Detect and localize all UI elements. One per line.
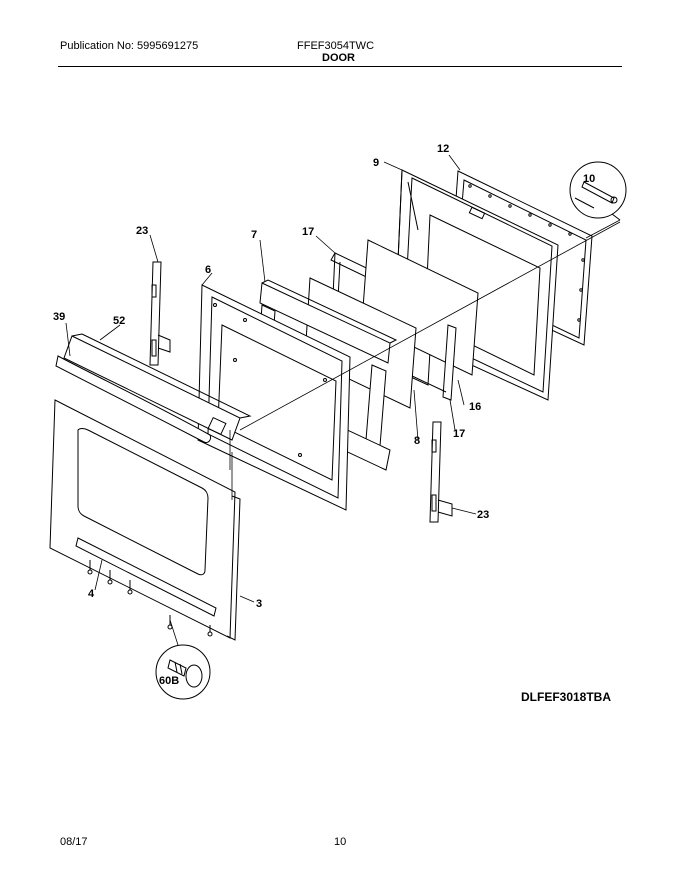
callout-16: 16 — [469, 401, 481, 413]
callout-23-left: 23 — [136, 225, 148, 237]
callout-8: 8 — [414, 435, 420, 447]
callout-6: 6 — [205, 264, 211, 276]
callout-23-right: 23 — [477, 509, 489, 521]
footer-date: 08/17 — [60, 836, 88, 848]
callout-9: 9 — [373, 157, 379, 169]
page-number: 10 — [334, 836, 347, 848]
leader-lines — [169, 219, 621, 646]
callout-4: 4 — [88, 588, 95, 600]
part-4-bottom-trim — [75, 537, 217, 637]
callout-39: 39 — [53, 311, 65, 323]
part-39-handle — [55, 355, 211, 443]
callout-60b: 60B — [159, 675, 179, 687]
part-3-outer-panel — [49, 399, 241, 641]
section-title: DOOR — [322, 52, 355, 64]
callout-3: 3 — [256, 598, 262, 610]
part-52-trim — [63, 333, 252, 441]
callout-leaders — [65, 154, 477, 603]
part-23-right-hinge — [429, 421, 453, 523]
callout-17-top: 17 — [302, 226, 314, 238]
diagram-code: DLFEF3018TBA — [521, 690, 611, 704]
model-number: FFEF3054TWC — [297, 40, 375, 52]
part-10-detail — [569, 161, 627, 221]
callout-17-lower: 17 — [453, 428, 465, 440]
callout-10: 10 — [583, 173, 595, 185]
part-23-left-hinge — [149, 261, 171, 366]
publication-number: Publication No: 5995691275 — [60, 40, 199, 52]
part-60b-detail — [155, 644, 211, 700]
header-rule — [58, 66, 622, 67]
callout-12: 12 — [437, 143, 449, 155]
callout-7: 7 — [251, 229, 257, 241]
part-6-liner — [197, 284, 351, 511]
part-17-lower-frame — [409, 324, 457, 401]
callout-52: 52 — [113, 315, 125, 327]
